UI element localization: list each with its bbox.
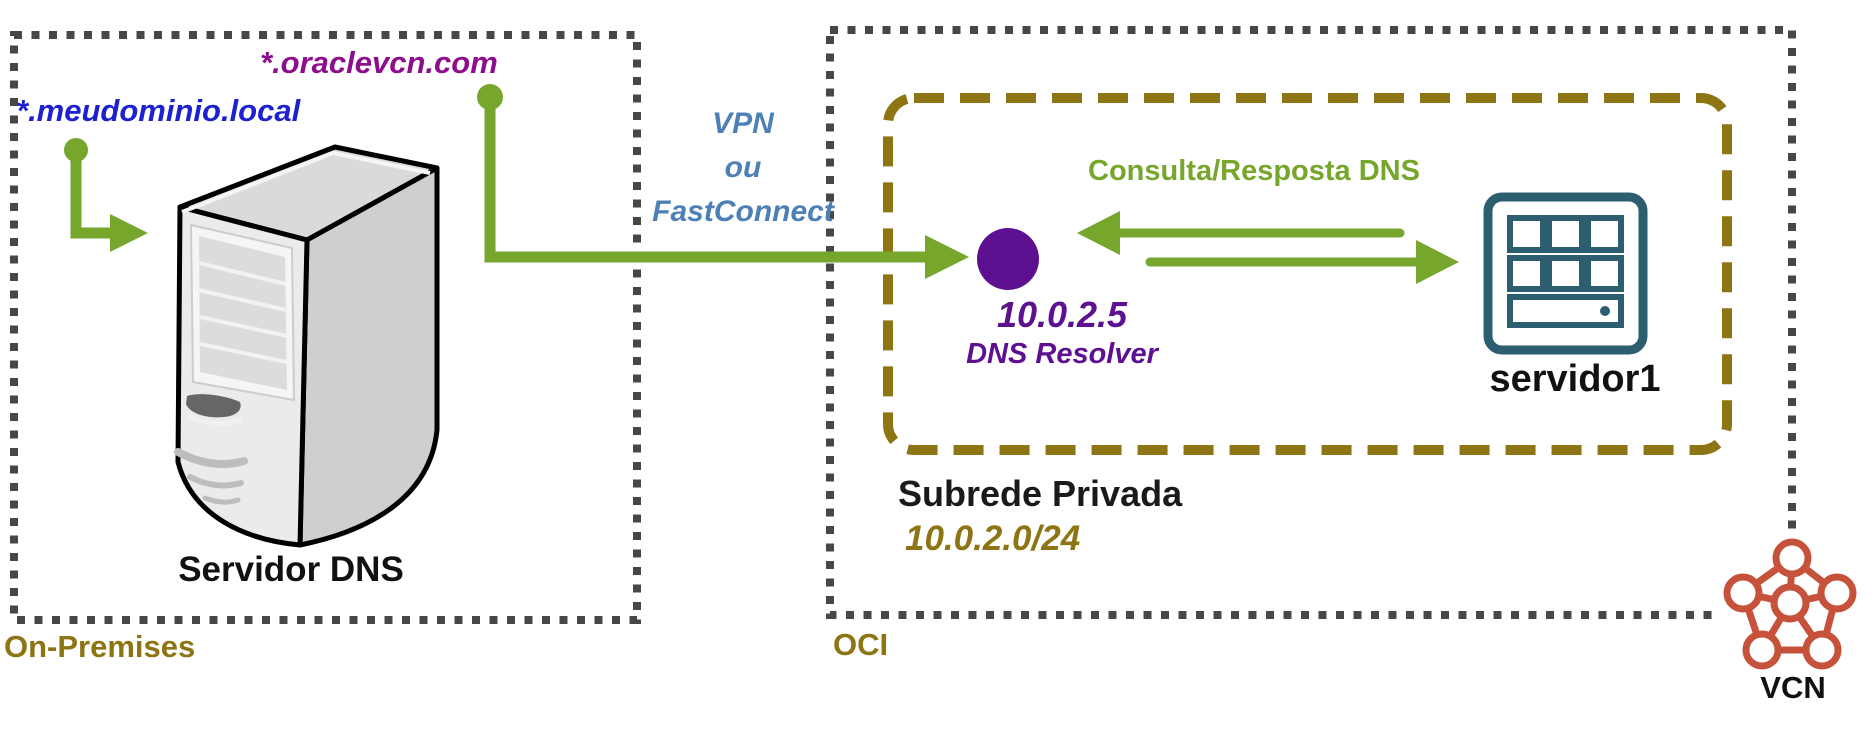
connectivity-label: VPN ou FastConnect (628, 102, 858, 234)
subnet-title-label: Subrede Privada (898, 473, 1183, 514)
oracle-domain-to-oci-arrow (477, 84, 969, 279)
dns-server-label: Servidor DNS (178, 550, 404, 589)
subnet-cidr-label: 10.0.2.0/24 (905, 519, 1081, 558)
connectivity-line-fastconnect: FastConnect (652, 195, 834, 228)
oci-boundary (826, 26, 1796, 619)
dns-query-arrow (1145, 240, 1459, 284)
dns-server-icon (174, 144, 440, 548)
onprem-boundary (10, 31, 641, 624)
local-domain-connector-arrow (64, 138, 148, 252)
dns-resolver-endpoint-icon (977, 228, 1039, 290)
resolver-role-label: DNS Resolver (966, 338, 1158, 370)
instance-label: servidor1 (1489, 358, 1661, 400)
dns-response-arrow (1077, 211, 1405, 255)
onprem-zone-label: On-Premises (4, 629, 196, 664)
oci-zone-label: OCI (833, 627, 889, 662)
connectivity-line-vpn: VPN (712, 107, 774, 140)
dns-flow-label: Consulta/Resposta DNS (1088, 155, 1420, 187)
oracle-domain-label: *.oraclevcn.com (260, 45, 498, 80)
vcn-label: VCN (1760, 670, 1826, 705)
connectivity-line-ou: ou (724, 151, 762, 184)
vcn-icon (1718, 532, 1862, 676)
private-subnet-boundary (883, 93, 1732, 455)
compute-instance-icon (1483, 192, 1648, 355)
local-domain-label: *.meudominio.local (16, 93, 301, 128)
resolver-ip-label: 10.0.2.5 (996, 294, 1128, 335)
